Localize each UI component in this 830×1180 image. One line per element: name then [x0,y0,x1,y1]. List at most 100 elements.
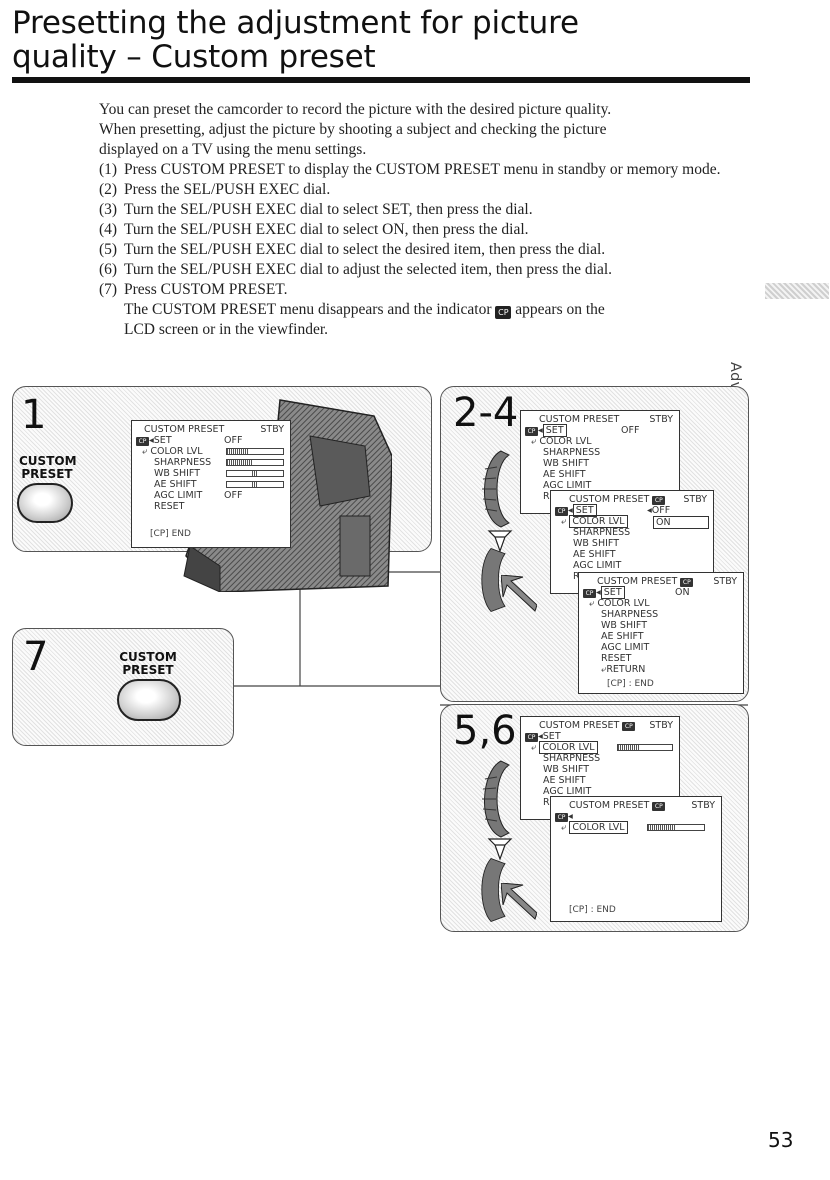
turn-arrow-icon [487,530,513,553]
title-rule [12,77,750,83]
menu-item-sharpness: SHARPNESS [543,447,601,458]
section-tab-marker [765,283,829,299]
step-4: (4)Turn the SEL/PUSH EXEC dial to select… [99,220,759,240]
menu-item-reset: RESET [601,653,632,664]
button-label-line-1: CUSTOM [19,454,77,468]
step-number: (2) [99,181,118,198]
sel-push-exec-dial-icon [481,547,506,613]
menu-title: CUSTOM PRESET [569,800,650,811]
menu-item-color-lvl-selected: COLOR LVL [539,741,598,754]
step-text: Turn the SEL/PUSH EXEC dial to select th… [124,241,606,258]
menu-title: CUSTOM PRESET [597,576,678,587]
menu-value-off: OFF [224,490,243,501]
step-7-note-part-2: appears on the [515,301,605,318]
press-arrow-icon [501,883,537,920]
sharpness-bar [226,459,284,466]
menu-item-reset: RESET [154,501,185,512]
menu-title: CUSTOM PRESET [569,494,650,505]
menu-item-ae-shift: AE SHIFT [573,549,616,560]
menu-value-off: OFF [621,425,640,436]
menu-end-hint: [CP] : END [569,905,616,915]
color-lvl-bar[interactable] [647,824,705,831]
step-number: (3) [99,201,118,218]
menu-item-wb-shift: WB SHIFT [543,458,590,469]
menu-item-sharpness: SHARPNESS [543,753,601,764]
cp-icon: CP [555,813,568,822]
menu-item-color-lvl: COLOR LVL [150,446,203,457]
standby-label: STBY [713,576,737,587]
cp-icon: CP [136,437,149,446]
menu-end-hint: [CP] : END [607,679,654,689]
step-2: (2) Press the SEL/PUSH EXEC dial. [99,180,759,200]
menu-item-set: SET [153,435,172,446]
step-text: Press CUSTOM PRESET to display the CUSTO… [124,161,721,178]
menu-item-sharpness: SHARPNESS [601,609,659,620]
custom-preset-button-label: CUSTOM PRESET [113,651,183,677]
step-number: (7) [99,281,118,298]
sel-push-exec-dial-icon [482,450,511,528]
step-5: (5) Turn the SEL/PUSH EXEC dial to select… [99,240,759,260]
menu-item-color-lvl: COLOR LVL [597,598,650,609]
panel-step-number: 5,6 [453,708,517,754]
turn-arrow-icon [487,838,513,861]
color-lvl-bar [617,744,673,751]
menu-item-agc-limit: AGC LIMIT [573,560,622,571]
menu-title: CUSTOM PRESET [539,720,620,731]
step-number: (4) [99,221,118,238]
menu-item-return: RETURN [606,664,646,675]
step-3: (3) Turn the SEL/PUSH EXEC dial to select… [99,200,759,220]
color-lvl-bar [226,448,284,455]
menu-item-agc-limit: AGC LIMIT [601,642,650,653]
menu-item-wb-shift: WB SHIFT [154,468,201,479]
page-title: Presetting the adjustment for picture qu… [12,6,752,74]
cp-icon: CP [652,496,666,505]
step-7-note-part-1: The CUSTOM PRESET menu disappears and th… [124,301,492,318]
menu-item-sharpness: SHARPNESS [154,457,212,468]
cp-icon: CP [622,722,636,731]
menu-value-off: OFF [651,505,671,516]
page-title-line-2: quality – Custom preset [12,39,376,75]
intro-line-1: You can preset the camcorder to record t… [99,101,612,118]
menu-item-set: SET [542,731,561,742]
menu-value-on: ON [675,587,690,598]
panel-step-number: 1 [21,392,47,438]
cp-icon: CP [525,733,538,742]
menu-end-hint: [CP] END [150,529,191,539]
standby-label: STBY [649,720,673,731]
standby-label: STBY [260,424,284,435]
menu-screen-step-1: CUSTOM PRESET STBY CP◂SET OFF ⤶ COLOR LV… [131,420,291,548]
custom-preset-button-label: CUSTOM PRESET [19,454,77,481]
cp-icon: CP [525,427,538,436]
menu-item-wb-shift: WB SHIFT [601,620,648,631]
menu-item-wb-shift: WB SHIFT [573,538,620,549]
menu-item-wb-shift: WB SHIFT [543,764,590,775]
menu-value-off: OFF [224,435,243,446]
custom-preset-button[interactable] [117,679,181,721]
menu-item-sharpness: SHARPNESS [573,527,631,538]
cp-icon: CP [555,507,568,516]
step-text: Turn the SEL/PUSH EXEC dial to select SE… [124,201,533,218]
step-text: Press CUSTOM PRESET. [124,281,288,298]
step-7: (7) Press CUSTOM PRESET. The CUSTOM PRES… [99,280,759,340]
menu-item-color-lvl: COLOR LVL [569,515,628,528]
menu-item-agc-limit: AGC LIMIT [154,490,203,501]
menu-item-ae-shift: AE SHIFT [154,479,197,490]
custom-preset-button[interactable] [17,483,73,523]
menu-screen-step-4: CUSTOM PRESET CP STBY CP◂SET ON ⤶ COLOR … [578,572,744,694]
step-number: (1) [99,161,118,178]
step-number: (5) [99,241,118,258]
standby-label: STBY [691,800,715,811]
menu-value-on-selected[interactable]: ON [653,516,709,529]
panel-step-number: 7 [23,634,49,680]
menu-item-agc-limit: AGC LIMIT [543,786,592,797]
intro-line-2: When presetting, adjust the picture by s… [99,121,607,138]
menu-item-ae-shift: AE SHIFT [543,775,586,786]
intro-paragraph: You can preset the camcorder to record t… [99,100,759,160]
cp-icon: CP [652,802,666,811]
cp-indicator-icon: CP [495,306,512,319]
standby-label: STBY [683,494,707,505]
menu-screen-step-6: CUSTOM PRESET CP STBY CP◂ ⤶ COLOR LVL [C… [550,796,722,922]
wb-shift-bar [226,470,284,477]
intro-line-3: displayed on a TV using the menu setting… [99,141,367,158]
step-text: Press the SEL/PUSH EXEC dial. [124,181,331,198]
